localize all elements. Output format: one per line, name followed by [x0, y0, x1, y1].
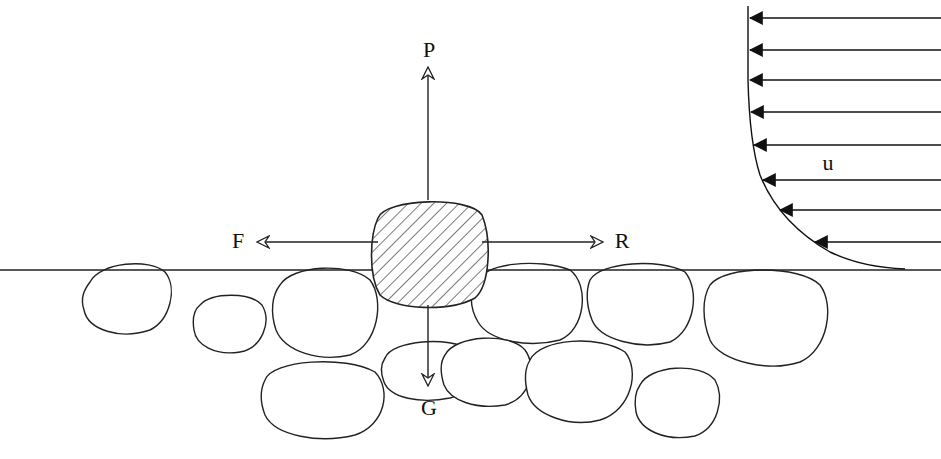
- velocity-arrow: [750, 79, 941, 80]
- velocity-arrow: [763, 179, 941, 180]
- lift-arrow: [427, 68, 428, 200]
- particle-hatch: [372, 202, 489, 308]
- velocity-arrow: [780, 209, 941, 210]
- velocity-profile: [748, 6, 941, 269]
- velocity-label: u: [821, 151, 836, 175]
- velocity-arrow: [754, 144, 941, 145]
- profile-curve: [748, 6, 905, 269]
- velocity-arrow: [750, 17, 941, 18]
- weight-arrow: [427, 305, 428, 385]
- drag-arrow: [258, 241, 378, 242]
- velocity-arrow: [815, 241, 941, 242]
- force-label: P: [421, 38, 437, 62]
- force-label: F: [230, 229, 246, 253]
- force-arrows: [258, 68, 602, 385]
- force-label: R: [613, 229, 632, 253]
- velocity-arrow: [750, 49, 941, 50]
- label-patch: [814, 152, 842, 176]
- force-label: G: [419, 396, 439, 420]
- resistance-arrow: [482, 241, 602, 242]
- particle-outline: [372, 202, 489, 308]
- velocity-arrow: [751, 111, 941, 112]
